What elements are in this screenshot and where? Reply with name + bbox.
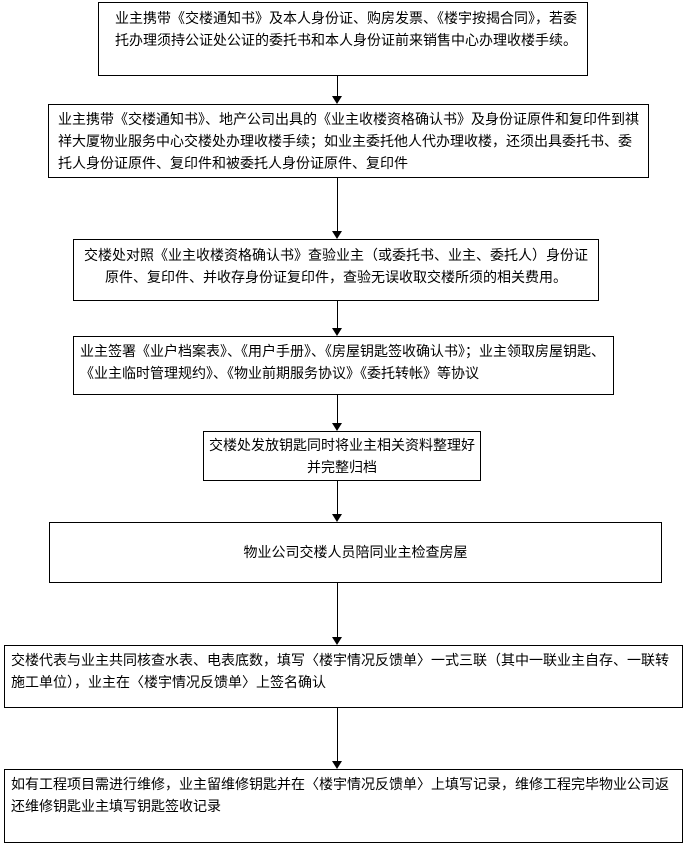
down-arrow-icon-4 bbox=[332, 395, 343, 431]
flow-step-8: 如有工程项目需进行维修，业主留维修钥匙并在〈楼宇情况反馈单〉上填写记录，维修工程… bbox=[4, 769, 683, 843]
flow-step-6: 物业公司交楼人员陪同业主检查房屋 bbox=[49, 522, 662, 583]
down-arrow-icon-7 bbox=[332, 708, 343, 769]
down-arrow-icon-2 bbox=[332, 178, 343, 239]
down-arrow-icon-5 bbox=[332, 481, 343, 522]
flow-step-7: 交楼代表与业主共同核查水表、电表底数，填写〈楼宇情况反馈单〉一式三联（其中一联业… bbox=[4, 645, 683, 708]
flow-step-4: 业主签署《业户档案表》、《用户手册》、《房屋钥匙签收确认书》；业主领取房屋钥匙、… bbox=[73, 336, 614, 395]
down-arrow-icon-3 bbox=[332, 301, 343, 336]
down-arrow-icon-1 bbox=[332, 76, 343, 104]
down-arrow-icon-6 bbox=[332, 583, 343, 645]
flow-step-3: 交楼处对照《业主收楼资格确认书》查验业主（或委托书、业主、委托人）身份证原件、复… bbox=[73, 239, 599, 301]
flow-step-5: 交楼处发放钥匙同时将业主相关资料整理好并完整归档 bbox=[203, 431, 481, 481]
flow-step-2: 业主携带《交楼通知书》、地产公司出具的《业主收楼资格确认书》及身份证原件和复印件… bbox=[48, 104, 649, 178]
flow-step-1: 业主携带《交楼通知书》及本人身份证、购房发票、《楼宇按揭合同》，若委托办理须持公… bbox=[98, 2, 588, 76]
